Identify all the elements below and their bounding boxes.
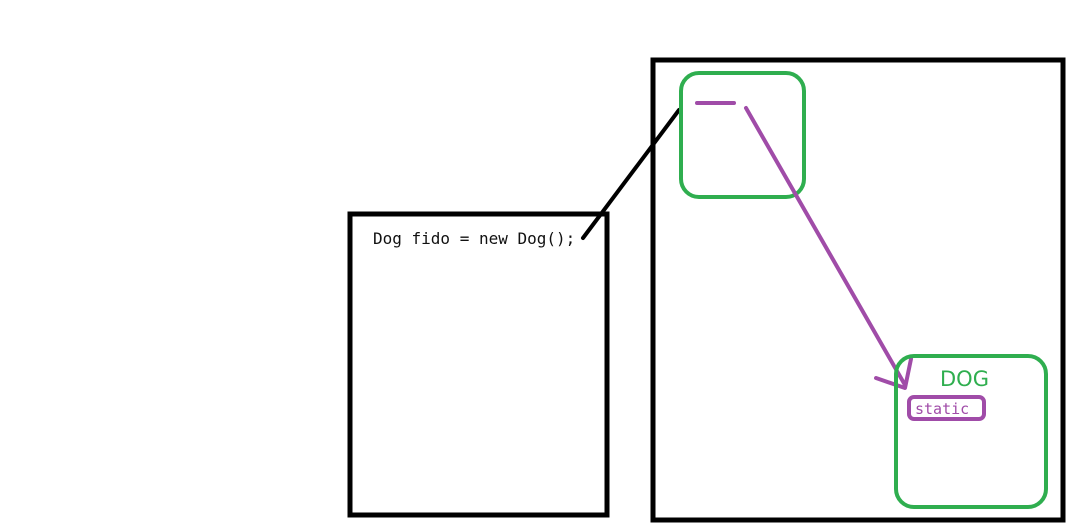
connector-line [581,108,681,240]
class-object-label: DOG [940,367,989,391]
reference-object-box [679,71,806,199]
static-member-box [907,395,986,421]
heap-box [650,57,1066,523]
class-object-box [894,354,1048,509]
static-member-label: static [915,400,969,418]
reference-arrowhead [874,357,913,390]
code-statement: Dog fido = new Dog(); [373,229,575,248]
reference-arrow [744,106,907,387]
stack-frame-box [347,211,610,518]
